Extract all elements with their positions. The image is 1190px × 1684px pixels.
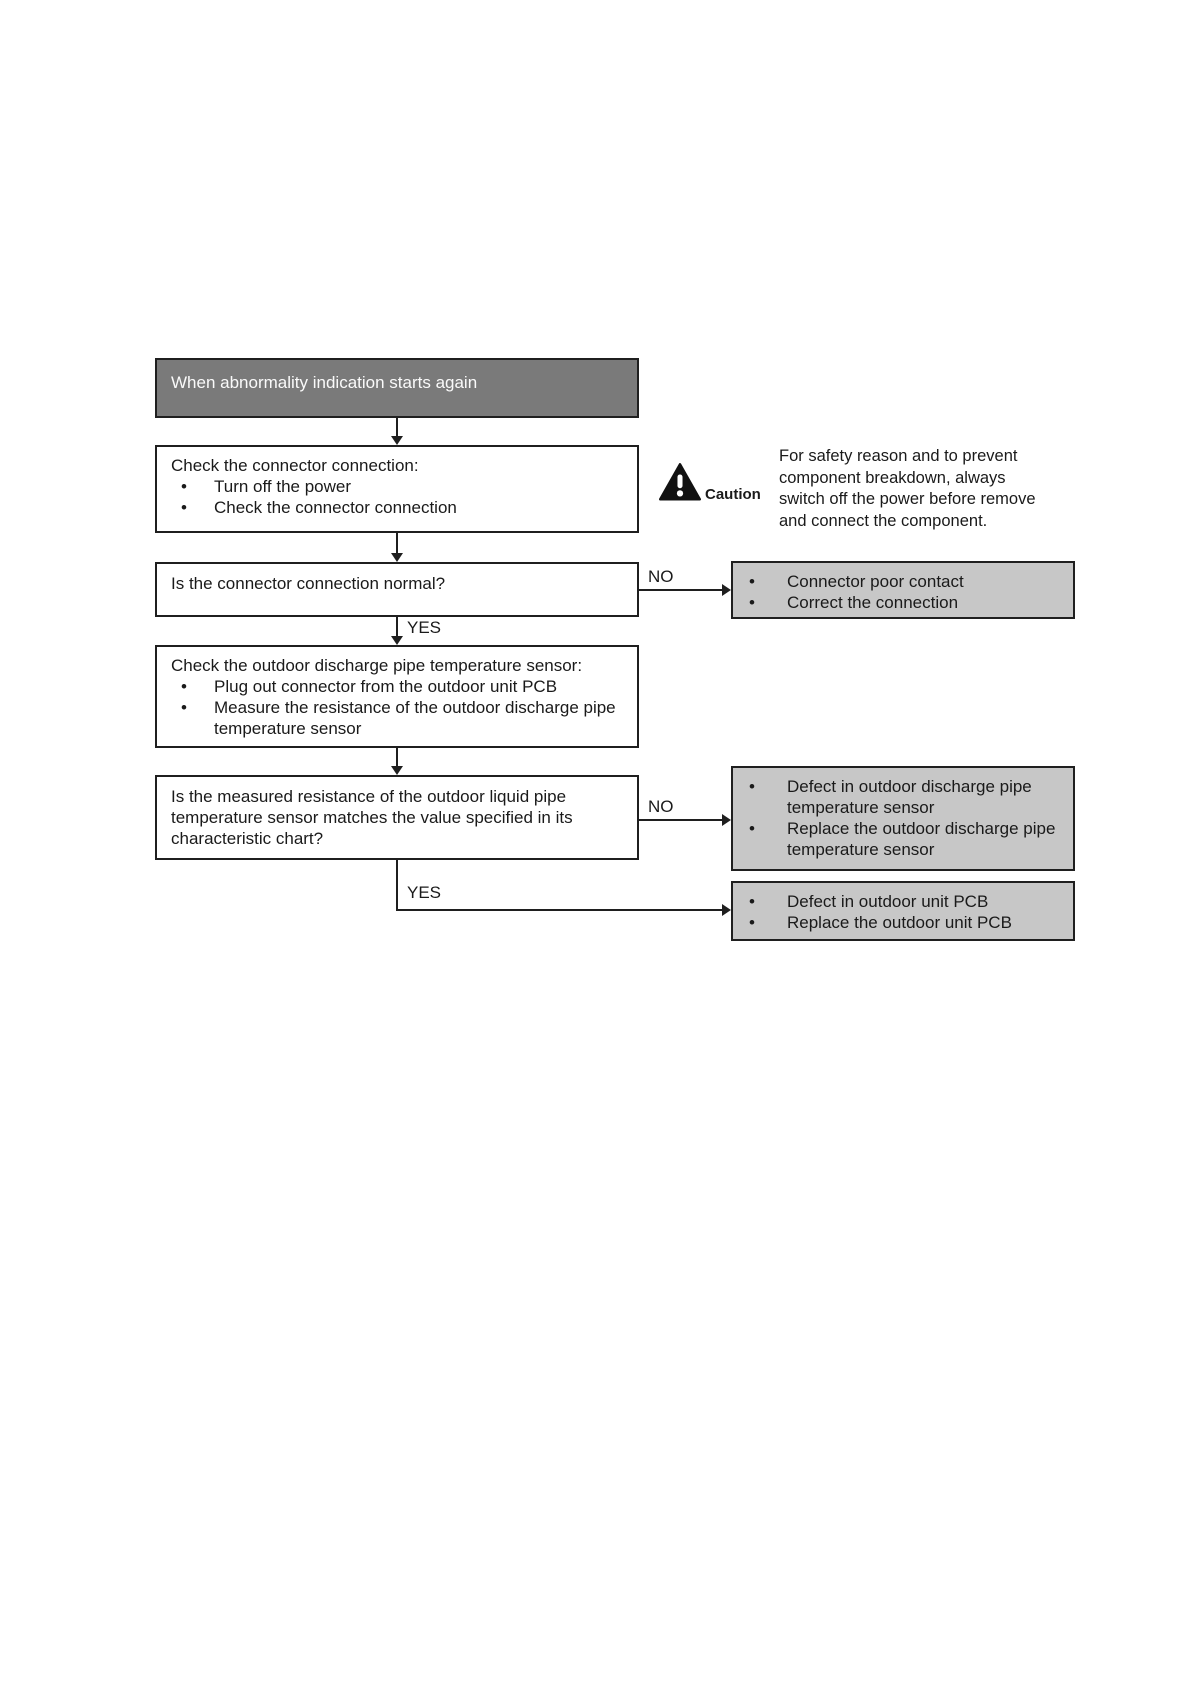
process-bullet-list: Plug out connector from the outdoor unit… [171, 676, 627, 739]
caution-text: For safety reason and to prevent compone… [779, 447, 1036, 530]
flow-line [639, 589, 722, 591]
start-node-label: When abnormality indication starts again [171, 373, 478, 392]
arrow-down-icon [391, 553, 403, 562]
list-item: Defect in outdoor unit PCB [745, 891, 1063, 912]
list-item: Correct the connection [745, 592, 1063, 613]
flow-line [396, 909, 722, 911]
result-sensor-defect: Defect in outdoor discharge pipe tempera… [731, 766, 1075, 871]
arrow-down-icon [391, 436, 403, 445]
process-title: Check the outdoor discharge pipe tempera… [171, 656, 583, 675]
process-title: Check the connector connection: [171, 456, 419, 475]
result-bullet-list: Connector poor contact Correct the conne… [745, 571, 1063, 613]
flow-line [396, 860, 398, 911]
yes-branch-label: YES [407, 883, 442, 902]
decision-connector-normal: Is the connector connection normal? [155, 562, 639, 617]
result-bullet-list: Defect in outdoor unit PCB Replace the o… [745, 891, 1063, 933]
decision-question: Is the connector connection normal? [171, 574, 446, 593]
list-item: Defect in outdoor discharge pipe tempera… [745, 776, 1063, 818]
arrow-right-icon [722, 584, 731, 596]
list-item: Plug out connector from the outdoor unit… [171, 676, 627, 697]
list-item: Connector poor contact [745, 571, 1063, 592]
result-bullet-list: Defect in outdoor discharge pipe tempera… [745, 776, 1063, 860]
process-bullet-list: Turn off the power Check the connector c… [171, 476, 627, 518]
result-connector-poor-contact: Connector poor contact Correct the conne… [731, 561, 1075, 619]
process-check-connector: Check the connector connection: Turn off… [155, 445, 639, 533]
list-item: Check the connector connection [171, 497, 627, 518]
yes-branch-label: YES [407, 618, 442, 637]
start-node: When abnormality indication starts again [155, 358, 639, 418]
flow-line [639, 819, 722, 821]
list-item: Turn off the power [171, 476, 627, 497]
caution-label: Caution [705, 486, 761, 503]
list-item: Replace the outdoor unit PCB [745, 912, 1063, 933]
list-item: Measure the resistance of the outdoor di… [171, 697, 627, 739]
arrow-down-icon [391, 636, 403, 645]
flow-line [396, 533, 398, 554]
decision-question: Is the measured resistance of the outdoo… [171, 787, 573, 848]
no-branch-label: NO [648, 797, 674, 816]
result-pcb-defect: Defect in outdoor unit PCB Replace the o… [731, 881, 1075, 941]
caution-warning-icon [659, 463, 701, 506]
flow-line [396, 617, 398, 637]
no-branch-label: NO [648, 567, 674, 586]
flow-line [396, 748, 398, 768]
decision-resistance-match: Is the measured resistance of the outdoo… [155, 775, 639, 860]
process-check-sensor: Check the outdoor discharge pipe tempera… [155, 645, 639, 748]
arrow-right-icon [722, 814, 731, 826]
list-item: Replace the outdoor discharge pipe tempe… [745, 818, 1063, 860]
arrow-down-icon [391, 766, 403, 775]
arrow-right-icon [722, 904, 731, 916]
flow-line [396, 418, 398, 437]
